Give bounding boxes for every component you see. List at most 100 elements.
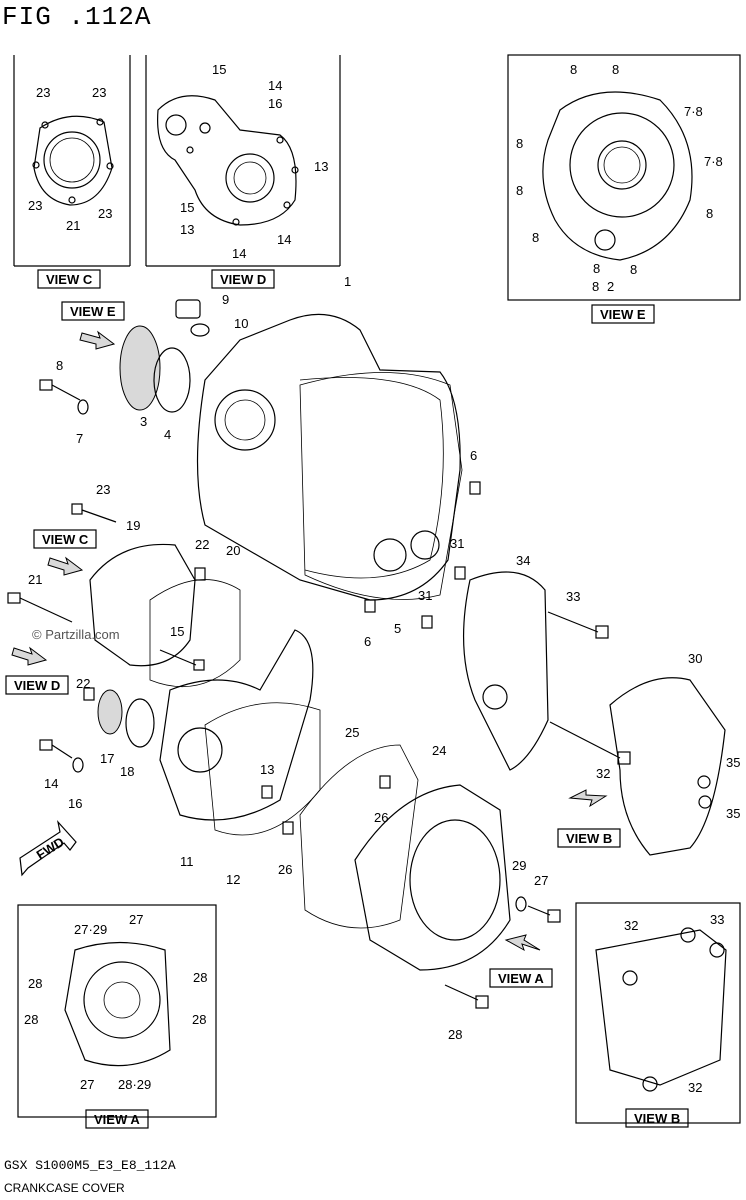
screw-35-upper bbox=[697, 775, 711, 789]
view-b-callout-1: 32 bbox=[624, 918, 638, 933]
main-callout-18: 31 bbox=[418, 588, 432, 603]
arrow-icon bbox=[504, 934, 541, 952]
view-e-pointer-label: VIEW E bbox=[70, 304, 116, 319]
main-callout-2: 9 bbox=[222, 292, 229, 307]
view-a-callout-1: 27·29 bbox=[74, 922, 107, 937]
view-d-callout-1: 15 bbox=[212, 62, 226, 77]
main-callout-15: 21 bbox=[28, 572, 42, 587]
view-c-callout-4: 21 bbox=[66, 218, 80, 233]
cover-34 bbox=[462, 571, 549, 771]
view-a-label: VIEW A bbox=[94, 1112, 140, 1127]
footer-title: CRANKCASE COVER bbox=[4, 1181, 125, 1195]
view-a-pointer-label: VIEW A bbox=[498, 971, 544, 986]
o-ring-10 bbox=[190, 323, 210, 337]
arrow-icon bbox=[79, 330, 116, 350]
main-callout-21: 30 bbox=[688, 651, 702, 666]
main-callout-3: 10 bbox=[234, 316, 248, 331]
main-callout-7: 7 bbox=[76, 431, 83, 446]
view-a-panel bbox=[17, 904, 217, 1118]
view-c-label: VIEW C bbox=[46, 272, 93, 287]
bolt-8 bbox=[39, 379, 89, 415]
dowel-31-upper bbox=[454, 566, 466, 580]
view-a-callout-4: 28 bbox=[193, 970, 207, 985]
view-e-callout-9: 8 bbox=[630, 262, 637, 277]
main-callout-9: 23 bbox=[96, 482, 110, 497]
main-callout-8: 6 bbox=[470, 448, 477, 463]
cover-11 bbox=[159, 629, 314, 821]
main-callout-6: 8 bbox=[56, 358, 63, 373]
view-e-callout-12: 8 bbox=[593, 261, 600, 276]
view-d-callout-7: 14 bbox=[232, 246, 246, 261]
dowel-26-lower bbox=[282, 821, 294, 835]
bolt-21 bbox=[7, 592, 73, 623]
figure-title: FIG .112A bbox=[2, 2, 152, 32]
view-a-callout-8: 28·29 bbox=[118, 1077, 151, 1092]
main-callout-31: 32 bbox=[596, 766, 610, 781]
dowel-31-lower bbox=[421, 615, 433, 629]
view-d-callout-6: 13 bbox=[180, 222, 194, 237]
view-e-callout-1: 8 bbox=[570, 62, 577, 77]
view-d-callout-8: 14 bbox=[277, 232, 291, 247]
main-callout-36: 29 bbox=[512, 858, 526, 873]
cover-19 bbox=[89, 543, 196, 667]
bolt-14 bbox=[39, 739, 84, 773]
bolt-23 bbox=[71, 503, 117, 523]
view-label-boxes: VIEW C VIEW D VIEW E VIEW E VIEW C VIEW … bbox=[5, 269, 689, 1129]
bolt-15 bbox=[159, 649, 205, 671]
footer-code: GSX S1000M5_E3_E8_112A bbox=[4, 1158, 176, 1173]
main-callout-11: 22 bbox=[195, 537, 209, 552]
view-e-callout-5: 7·8 bbox=[704, 154, 723, 169]
oil-seal-3 bbox=[119, 325, 161, 411]
main-callout-37: 27 bbox=[534, 873, 548, 888]
view-c-panel bbox=[13, 55, 131, 267]
washer-29 bbox=[515, 896, 527, 912]
main-callout-13: 31 bbox=[450, 536, 464, 551]
arrow-icon bbox=[568, 789, 608, 808]
main-callout-14: 34 bbox=[516, 553, 530, 568]
gasket-25 bbox=[299, 744, 419, 929]
main-callout-24: 18 bbox=[120, 764, 134, 779]
main-callout-17: 15 bbox=[170, 624, 184, 639]
bolt-33 bbox=[547, 611, 609, 639]
main-callout-22: 22 bbox=[76, 676, 90, 691]
o-ring-18 bbox=[125, 698, 155, 748]
fwd-arrow-icon: FWD bbox=[19, 819, 77, 877]
dowel-13 bbox=[261, 785, 273, 799]
fwd-label: FWD bbox=[34, 834, 67, 862]
view-b-panel bbox=[575, 902, 741, 1124]
main-callout-16: 33 bbox=[566, 589, 580, 604]
dowel-26-upper bbox=[379, 775, 391, 789]
dowel-6-upper bbox=[469, 481, 481, 495]
view-d-pointer-label: VIEW D bbox=[14, 678, 60, 693]
oil-filler-cap-9 bbox=[175, 299, 201, 319]
dowel-6-lower bbox=[364, 599, 376, 613]
cover-24 bbox=[354, 784, 511, 971]
view-c-pointer-label: VIEW C bbox=[42, 532, 89, 547]
view-e-callout-8: 8 bbox=[532, 230, 539, 245]
main-callout-4: 3 bbox=[140, 414, 147, 429]
arrow-icon bbox=[47, 556, 84, 576]
view-a-callout-6: 28 bbox=[192, 1012, 206, 1027]
view-c-callout-1: 23 bbox=[36, 85, 50, 100]
view-d-callout-4: 13 bbox=[314, 159, 328, 174]
o-ring-4 bbox=[153, 347, 191, 413]
view-a-callout-2: 27 bbox=[129, 912, 143, 927]
arrow-icon bbox=[11, 646, 48, 666]
oil-seal-17 bbox=[97, 689, 123, 735]
view-b-label: VIEW B bbox=[634, 1111, 680, 1126]
watermark: © Partzilla.com bbox=[32, 627, 120, 642]
main-callout-5: 4 bbox=[164, 427, 171, 442]
main-callout-30: 24 bbox=[432, 743, 446, 758]
view-e-callout-11: 2 bbox=[607, 279, 614, 294]
view-e-callout-10: 8 bbox=[592, 279, 599, 294]
view-d-label: VIEW D bbox=[220, 272, 266, 287]
view-d-panel bbox=[145, 55, 341, 267]
main-callout-39: 28 bbox=[448, 1027, 462, 1042]
view-e-callout-7: 8 bbox=[706, 206, 713, 221]
main-callout-26: 16 bbox=[68, 796, 82, 811]
view-c-callout-2: 23 bbox=[92, 85, 106, 100]
main-callout-19: 6 bbox=[364, 634, 371, 649]
main-callout-20: 5 bbox=[394, 621, 401, 636]
